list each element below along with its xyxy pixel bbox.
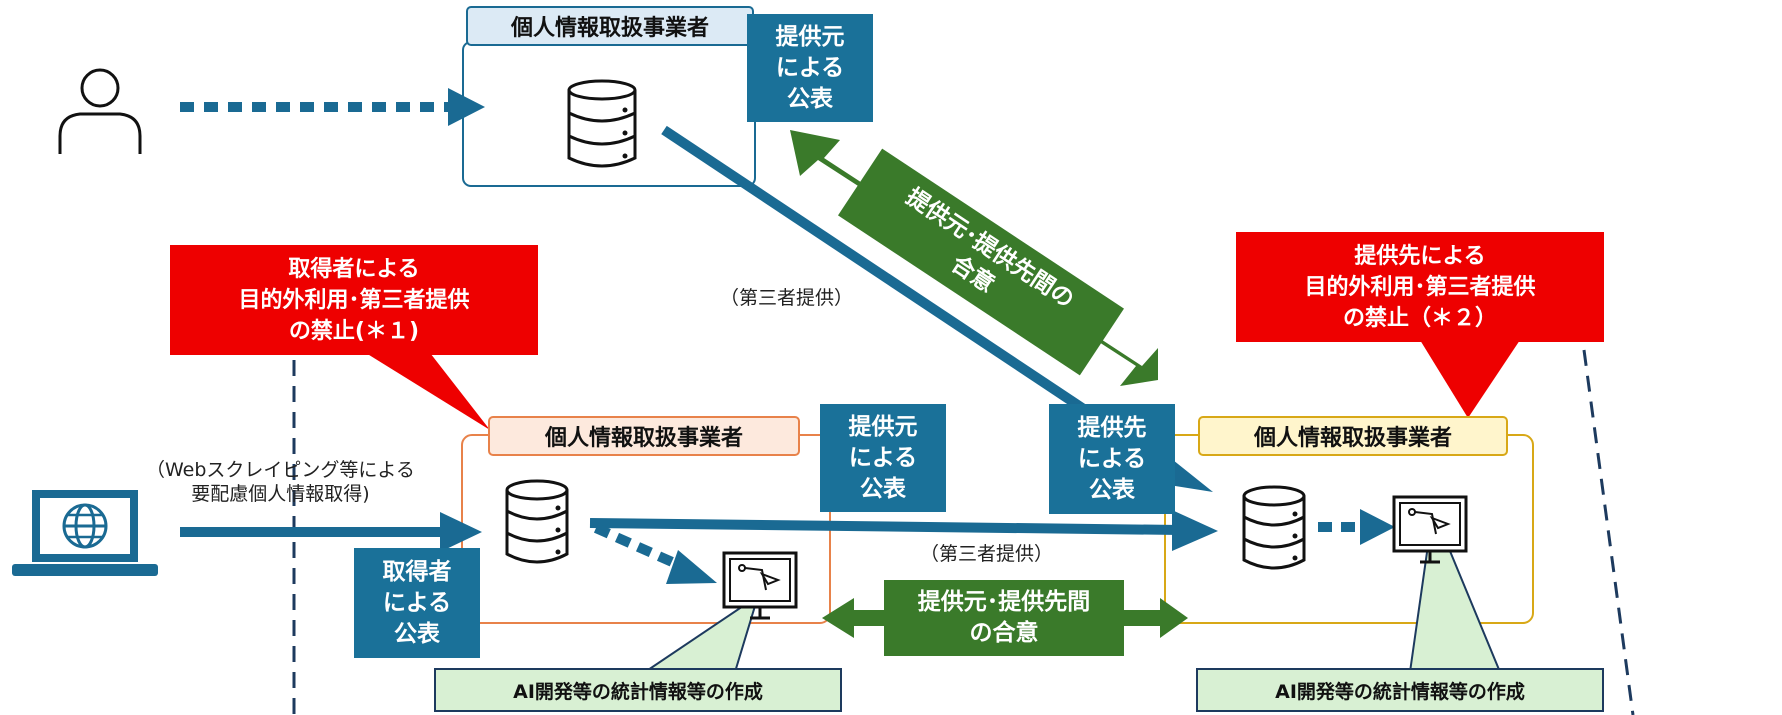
left-box-title: 個人情報取扱事業者 [488,416,800,456]
callout-left: AI開発等の統計情報等の作成 [434,668,842,712]
right-box-title: 個人情報取扱事業者 [1198,416,1508,456]
scraping-note: （Webスクレイピング等による 要配慮個人情報取得) [146,459,415,505]
boundary-line-right [1582,349,1635,715]
dotted-arrow-left-monitor [593,523,693,575]
database-icon [567,79,637,168]
callout-right: AI開発等の統計情報等の作成 [1196,668,1604,712]
laptop-icon [12,490,158,576]
red-right-tail [1420,340,1520,418]
third-party-label-diagonal: （第三者提供） [720,287,854,309]
source-publication-top: 提供元 による 公表 [747,14,873,122]
acquirer-publication: 取得者 による 公表 [354,548,480,658]
source-publication-left: 提供元 による 公表 [820,404,946,512]
database-icon [1242,485,1306,570]
recipient-publication: 提供先 による 公表 [1049,404,1175,514]
person-icon [58,68,142,154]
monitor-icon [1392,495,1468,564]
red-left-tail [345,340,490,430]
top-box-title: 個人情報取扱事業者 [466,6,754,46]
database-icon [505,479,569,564]
third-party-label-horizontal: （第三者提供） [920,543,1054,565]
globe-icon [62,503,108,549]
red-right-label: 提供先による 目的外利用･第三者提供 の禁止（＊２） [1236,232,1604,342]
monitor-icon [722,551,798,620]
green-horizontal-label: 提供元･提供先間 の合意 [884,580,1124,656]
horizontal-transfer-arrow [589,518,1181,535]
red-left-label: 取得者による 目的外利用･第三者提供 の禁止(＊１) [170,245,538,355]
